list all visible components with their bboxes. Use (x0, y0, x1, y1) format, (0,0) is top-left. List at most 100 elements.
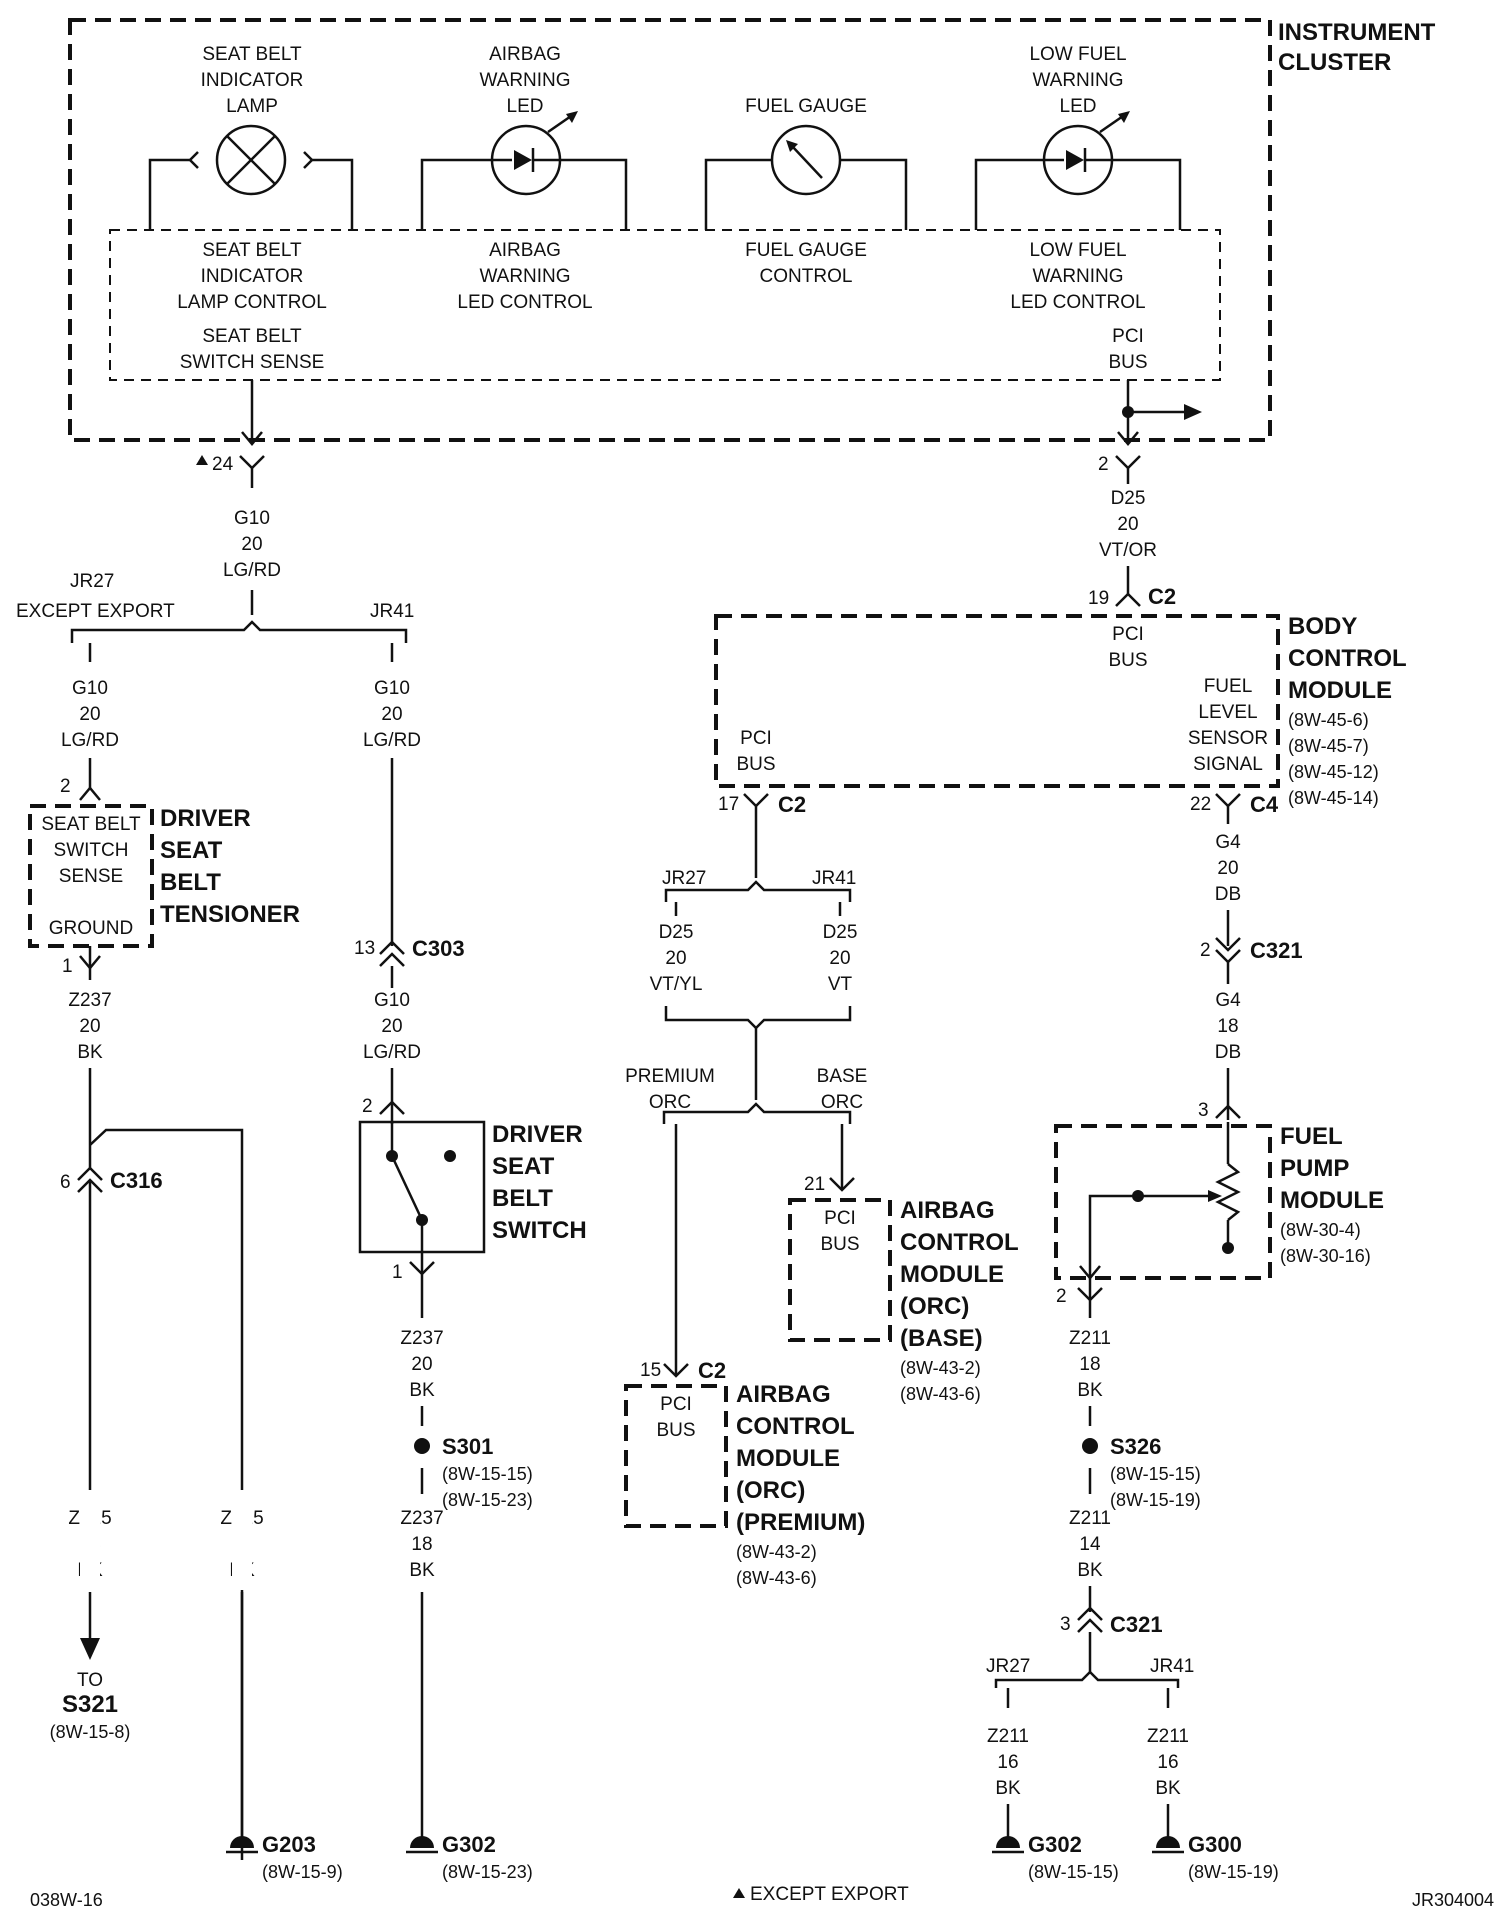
lamp-2-l3: LED (507, 96, 544, 117)
control-3-l1: FUEL GAUGE (745, 240, 867, 261)
tensioner-pin-2: 2 (60, 776, 71, 797)
cluster-title-2: CLUSTER (1278, 49, 1391, 76)
wire-g10-c303-gauge: 20 (381, 1016, 402, 1037)
bcm-fuel-3: SENSOR (1188, 728, 1268, 749)
fpm-name-2: PUMP (1280, 1155, 1349, 1182)
bcm-ref-4: (8W-45-14) (1288, 788, 1379, 808)
acm-base-pci-l1: PCI (824, 1208, 856, 1229)
ground-g203: G203 (8W-15-9) (226, 1592, 343, 1882)
tensioner-inner-1: SEAT BELT (41, 814, 141, 835)
seat-belt-circuit: 24 G10 20 LG/RD JR27 EXCEPT EXPORT JR41 … (16, 454, 587, 1882)
c2-bottom-pin: 17 (718, 794, 739, 815)
acm-base-name-4: (ORC) (900, 1293, 969, 1320)
seat-belt-lamp-icon (215, 124, 287, 196)
jr41-right-label: JR41 (812, 868, 856, 889)
fuel-pump-module: FUEL PUMP MODULE (8W-30-4) (8W-30-16) (1054, 1122, 1384, 1280)
acm-premium-name-4: (ORC) (736, 1477, 805, 1504)
fpm-ref-2: (8W-30-16) (1280, 1246, 1371, 1266)
control-4-l1: LOW FUEL (1029, 240, 1126, 261)
control-4-l3: LED CONTROL (1010, 292, 1145, 313)
instrument-cluster: INSTRUMENT CLUSTER SEAT BELT INDICATOR L… (68, 18, 1436, 446)
wire-z237-18-gauge: 18 (411, 1534, 432, 1555)
switch-name-2: SEAT (492, 1153, 555, 1180)
acm-base-ref-2: (8W-43-6) (900, 1384, 981, 1404)
body-control-module: PCI BUS PCI BUS FUEL LEVEL SENSOR SIGNAL… (714, 613, 1407, 808)
switch-sense-l2: SWITCH SENSE (180, 352, 325, 373)
control-2-l3: LED CONTROL (457, 292, 592, 313)
bcm-pci-top-l2: BUS (1108, 650, 1147, 671)
wire-g10-left-gauge: 20 (79, 704, 100, 725)
c321-b-pin: 3 (1060, 1614, 1071, 1635)
s326-splice (1082, 1438, 1098, 1454)
premium-orc-l1: PREMIUM (625, 1066, 715, 1087)
acm-premium-pin: 15 (640, 1360, 661, 1381)
fpm-ref-1: (8W-30-4) (1280, 1220, 1361, 1240)
wire-d25-vtyl-code: D25 (659, 922, 694, 943)
low-fuel-led-icon (1042, 111, 1130, 196)
fpm-name-3: MODULE (1280, 1187, 1384, 1214)
except-export-label: EXCEPT EXPORT (16, 601, 175, 622)
c303-pin: 13 (354, 938, 375, 959)
pci-and-fuel-circuit: 2 D25 20 VT/OR 19 C2 PCI BUS PCI BUS FUE… (624, 454, 1407, 1882)
control-1-l2: INDICATOR (201, 266, 304, 287)
g302-right-ref: (8W-15-15) (1028, 1862, 1119, 1882)
acm-premium-pci-l1: PCI (660, 1394, 692, 1415)
acm-premium-conn: C2 (698, 1358, 726, 1383)
s321-ref: (8W-15-8) (50, 1722, 131, 1742)
switch-sense-l1: SEAT BELT (202, 326, 302, 347)
to-s321-arrow-icon (80, 1638, 100, 1660)
wire-d25-vtyl-color: VT/YL (650, 974, 703, 995)
acm-premium-name-1: AIRBAG (736, 1381, 831, 1408)
lamp-1-l2: INDICATOR (201, 70, 304, 91)
bcm-ref-2: (8W-45-7) (1288, 736, 1369, 756)
control-2-l2: WARNING (479, 266, 570, 287)
lamp-2-l2: WARNING (479, 70, 570, 91)
c2-top-pin: 19 (1088, 588, 1109, 609)
wire-z211-18-color: BK (1077, 1380, 1103, 1401)
pin-24: 24 (212, 454, 234, 475)
wire-z237-right-color: BK (409, 1380, 435, 1401)
cluster-pci-l2: BUS (1108, 352, 1147, 373)
lamp-3-l1: FUEL GAUGE (745, 96, 867, 117)
c4-label: C4 (1250, 792, 1279, 817)
wire-z237-right-gauge: 20 (411, 1354, 432, 1375)
cluster-pin-2: 2 (1098, 454, 1109, 475)
fpm-pin-3: 3 (1198, 1100, 1209, 1121)
control-1-l3: LAMP CONTROL (177, 292, 327, 313)
switch-name-1: DRIVER (492, 1121, 583, 1148)
jr41-label: JR41 (370, 601, 414, 622)
lamp-1-l1: SEAT BELT (202, 44, 302, 65)
bcm-ref-1: (8W-45-6) (1288, 710, 1369, 730)
c4-pin: 22 (1190, 794, 1211, 815)
wire-z211-16a-color: BK (995, 1778, 1021, 1799)
wire-z211-18-gauge: 18 (1079, 1354, 1100, 1375)
wire-z237-18-color: BK (409, 1560, 435, 1581)
bcm-pci-left-l1: PCI (740, 728, 772, 749)
bcm-name-3: MODULE (1288, 677, 1392, 704)
c2-top-label: C2 (1148, 584, 1176, 609)
wire-d25-vt-gauge: 20 (829, 948, 850, 969)
c321-a-pin: 2 (1200, 940, 1211, 961)
switch-pin-2: 2 (362, 1096, 373, 1117)
s326-label: S326 (1110, 1434, 1161, 1459)
s326-ref2: (8W-15-19) (1110, 1490, 1201, 1510)
wire-d25-vt-color: VT (828, 974, 853, 995)
tensioner-name-2: SEAT (160, 837, 223, 864)
tensioner-inner-3: SENSE (59, 866, 123, 887)
airbag-led-icon (490, 111, 578, 196)
acm-base-name-2: CONTROL (900, 1229, 1019, 1256)
wire-z237-right-code: Z237 (400, 1328, 443, 1349)
wire-g4-18-color: DB (1215, 1042, 1241, 1063)
bcm-name-1: BODY (1288, 613, 1357, 640)
wire-z237-18-code: Z237 (400, 1508, 443, 1529)
wire-z211-14-gauge: 14 (1079, 1534, 1101, 1555)
ground-g302-right: G302 (8W-15-15) (992, 1804, 1119, 1882)
wire-d25-top-color: VT/OR (1099, 540, 1157, 561)
wire-d25-vt-code: D25 (823, 922, 858, 943)
wire-g10-gauge: 20 (241, 534, 262, 555)
lamp-4-l3: LED (1060, 96, 1097, 117)
acm-base-name-5: (BASE) (900, 1325, 983, 1352)
wire-g4-18-gauge: 18 (1217, 1016, 1238, 1037)
wire-g10-left-color: LG/RD (61, 730, 119, 751)
tensioner-inner-4: GROUND (49, 918, 133, 939)
